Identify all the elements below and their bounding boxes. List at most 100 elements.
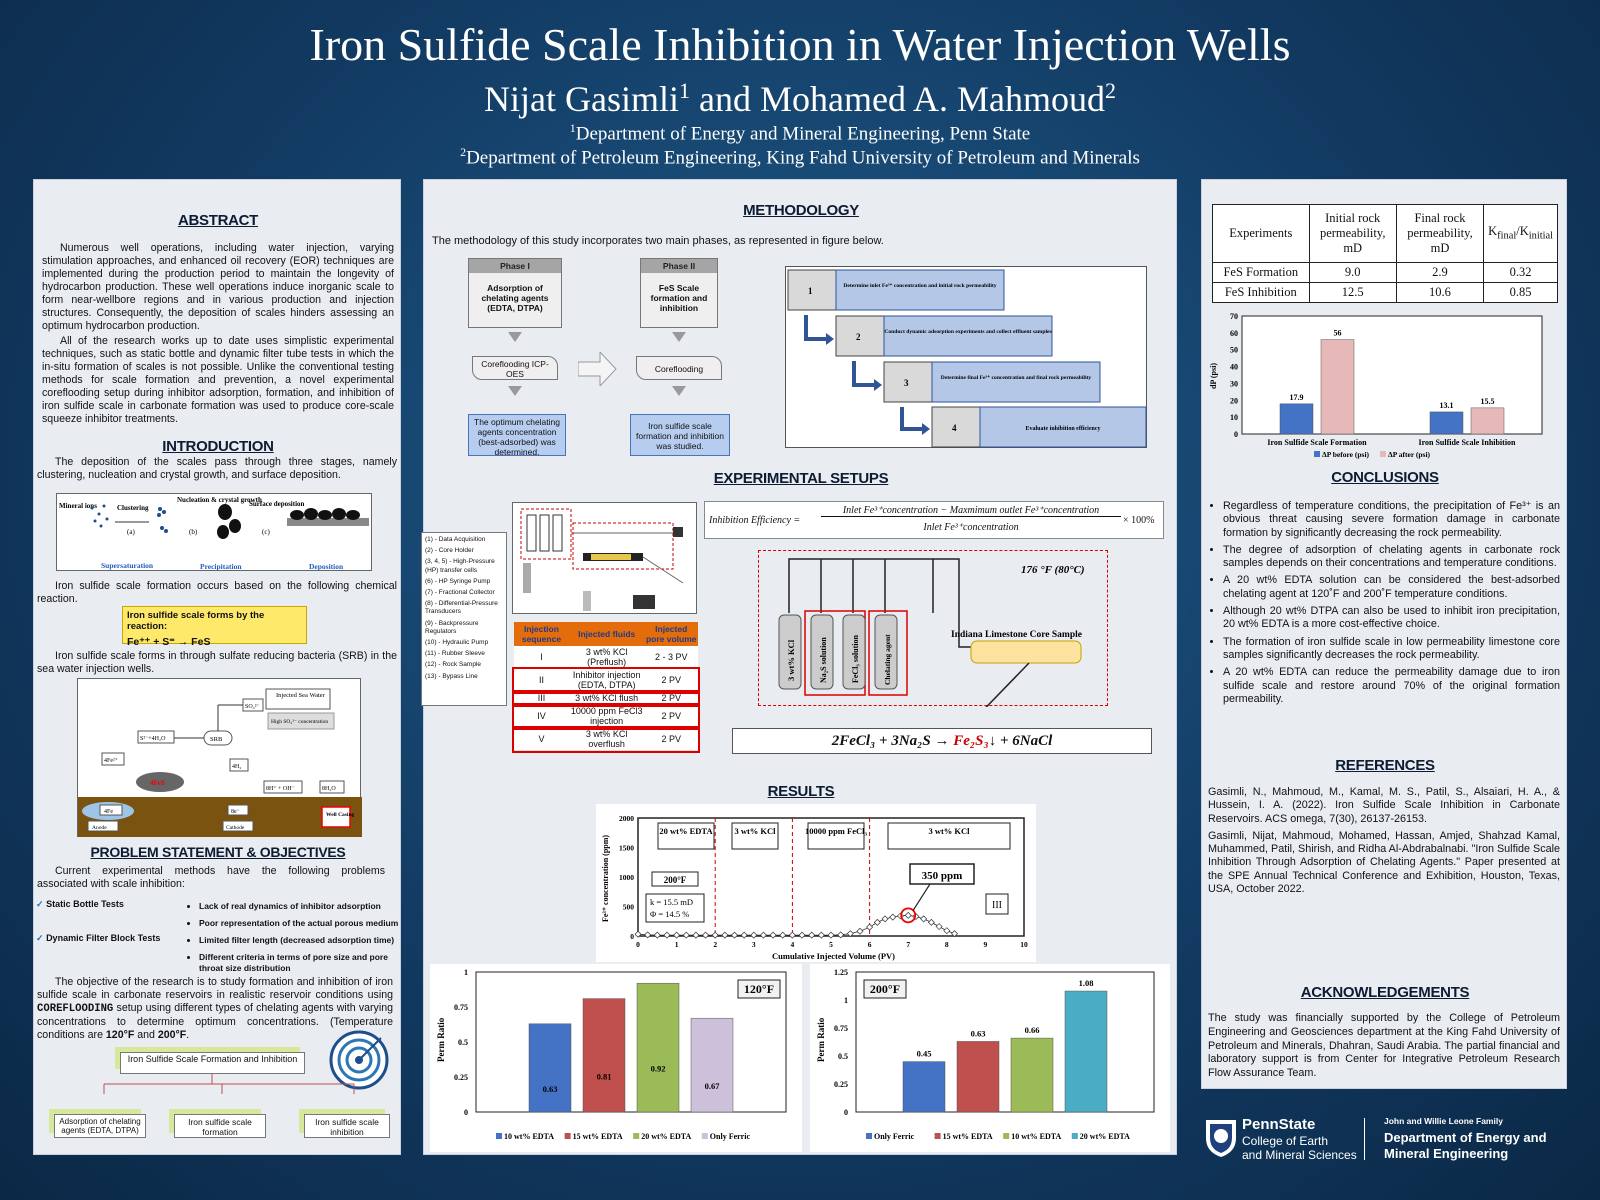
arrow-down-icon bbox=[508, 386, 522, 396]
intro-p2-text: Iron sulfide scale formation occurs base… bbox=[37, 580, 397, 605]
equipment-item: (3, 4, 5) - High-Pressure (HP) transfer … bbox=[425, 558, 495, 574]
data-point bbox=[951, 930, 959, 938]
check-icon: ✓ bbox=[36, 933, 44, 943]
y-tick-label: 0.75 bbox=[834, 1024, 848, 1033]
x-tick-label: 3 bbox=[752, 940, 756, 949]
legend-swatch bbox=[633, 1133, 640, 1139]
method-dynamic-label: Dynamic Filter Block Tests bbox=[46, 933, 161, 943]
y-axis-label: dP (psi) bbox=[1209, 363, 1218, 389]
stage-b: (b) bbox=[189, 528, 198, 536]
legend-label: 10 wt% EDTA bbox=[1011, 1132, 1061, 1141]
abstract-body: Numerous well operations, including wate… bbox=[42, 242, 394, 426]
scale-stages-figure: Mineral ions Clustering (a) Nucleation &… bbox=[56, 493, 372, 571]
psu-name: PennState bbox=[1242, 1116, 1316, 1133]
efficiency-lhs: Inhibition Efficiency = bbox=[709, 515, 801, 526]
setup-schematic bbox=[512, 502, 697, 614]
tree-child-1: Adsorption of chelating agents (EDTA, DT… bbox=[54, 1114, 146, 1138]
data-point bbox=[653, 931, 661, 939]
fe-xlabel: Cumulative Injected Volume (PV) bbox=[772, 951, 895, 961]
y-tick-label: 1 bbox=[464, 968, 468, 977]
data-label: 15.5 bbox=[1481, 397, 1495, 406]
x-tick-label: 0 bbox=[636, 940, 640, 949]
efficiency-numerator: Inlet Fe³⁺concentration − Maxmimum outle… bbox=[821, 505, 1121, 517]
data-label: 0.92 bbox=[651, 1064, 666, 1074]
data-label: 0.81 bbox=[597, 1071, 612, 1081]
fes-label: 4FeS bbox=[150, 779, 165, 787]
so4-label: SO₄²⁻ bbox=[245, 704, 260, 710]
legend-swatch bbox=[564, 1133, 571, 1139]
data-label: 17.9 bbox=[1290, 393, 1304, 402]
data-point bbox=[856, 927, 864, 935]
k-final-sub: final bbox=[1497, 230, 1517, 242]
y-tick-label: 0.25 bbox=[454, 1073, 468, 1082]
phase-2-body: FeS Scale formation and inhibition bbox=[650, 283, 708, 313]
bar bbox=[690, 1017, 734, 1113]
x-tick-label: 4 bbox=[791, 940, 795, 949]
obj-temp-1: 120°F bbox=[105, 1029, 135, 1041]
obj-temp-2: 200°F bbox=[157, 1029, 187, 1041]
oh-box bbox=[263, 780, 303, 794]
data-point bbox=[808, 931, 816, 939]
y-tick-label: 0.75 bbox=[454, 1003, 468, 1012]
phase-1-box: Phase I Adsorption of chelating agents (… bbox=[468, 258, 562, 328]
table-cell: V bbox=[514, 727, 569, 751]
cell-chelating: Chelating agent bbox=[883, 634, 892, 685]
tree-root: Iron Sulfide Scale Formation and Inhibit… bbox=[120, 1052, 305, 1074]
efficiency-denominator: Inlet Fe³⁺concentration bbox=[923, 522, 1019, 533]
y-tick-label: 40 bbox=[1230, 363, 1238, 372]
table-cell: 2 - 3 PV bbox=[644, 646, 698, 669]
equipment-item: (6) - HP Syringe Pump bbox=[425, 577, 491, 585]
x-tick-label: 7 bbox=[906, 940, 910, 949]
arrow-down-icon bbox=[508, 332, 522, 342]
h2o-box bbox=[319, 780, 345, 794]
legend-label: Only Ferric bbox=[710, 1132, 751, 1141]
h2o-label: 8H₂O bbox=[322, 786, 336, 792]
conclusion-item: The formation of iron sulfide scale in l… bbox=[1223, 636, 1560, 663]
table-cell: 2 PV bbox=[644, 727, 698, 751]
x-tick-label: 1 bbox=[675, 940, 679, 949]
authors: Nijat Gasimli1 and Mohamed A. Mahmoud2 bbox=[0, 78, 1600, 120]
y-tick-label: 0 bbox=[464, 1108, 468, 1117]
bar bbox=[528, 1023, 572, 1113]
phase-1-body: Adsorption of chelating agents (EDTA, DT… bbox=[481, 283, 549, 313]
method-static: ✓ Static Bottle Tests bbox=[36, 899, 176, 933]
data-point bbox=[943, 927, 951, 935]
seq-header: Injection sequence bbox=[514, 622, 569, 646]
data-point bbox=[673, 931, 681, 939]
x-tick-label: 10 bbox=[1020, 940, 1028, 949]
x-tick-label: 2 bbox=[713, 940, 717, 949]
y-tick-label: 0.5 bbox=[458, 1038, 468, 1047]
psu-shield-icon bbox=[1206, 1120, 1236, 1157]
oh-label: 8H⁺ + OH⁻ bbox=[266, 785, 295, 792]
legend-label: 15 wt% EDTA bbox=[943, 1132, 993, 1141]
table-cell: II bbox=[514, 668, 569, 692]
abstract-p1: Numerous well operations, including wate… bbox=[42, 242, 394, 332]
data-point bbox=[927, 918, 935, 926]
phase-2-head: Phase II bbox=[641, 259, 717, 273]
stage-label: 10000 ppm FeCl₃ bbox=[805, 826, 868, 836]
aff-2-sup: 2 bbox=[460, 145, 467, 159]
target-icon bbox=[329, 1030, 389, 1090]
data-point bbox=[817, 931, 825, 939]
legend-swatch bbox=[1314, 451, 1320, 457]
data-point bbox=[889, 913, 897, 921]
stage-box-4 bbox=[887, 822, 1011, 850]
data-point bbox=[788, 931, 796, 939]
x-tick-label: Iron Sulfide Scale Formation bbox=[1267, 438, 1367, 447]
electron-label: 8e⁻ bbox=[231, 809, 240, 815]
permeability-table: Experiments Initial rock permeability, m… bbox=[1212, 204, 1558, 303]
table-header-ratio: Kfinal/Kinitial bbox=[1483, 204, 1558, 263]
conclusions-list: Regardless of temperature conditions, th… bbox=[1210, 500, 1560, 710]
data-point bbox=[740, 931, 748, 939]
chart-title: 200°F bbox=[870, 982, 900, 996]
family-name: John and Willie Leone Family bbox=[1384, 1116, 1503, 1126]
right-arrow-icon bbox=[578, 352, 617, 386]
eq-lhs: 2FeCl₃ + 3Na₂S → bbox=[831, 733, 954, 749]
legend-label: Only Ferric bbox=[874, 1132, 915, 1141]
bar bbox=[1010, 1037, 1054, 1113]
data-point bbox=[759, 931, 767, 939]
logo-divider bbox=[1364, 1118, 1365, 1160]
reference-item: Gasimli, N., Mahmoud, M., Kamal, M. S., … bbox=[1208, 786, 1560, 825]
